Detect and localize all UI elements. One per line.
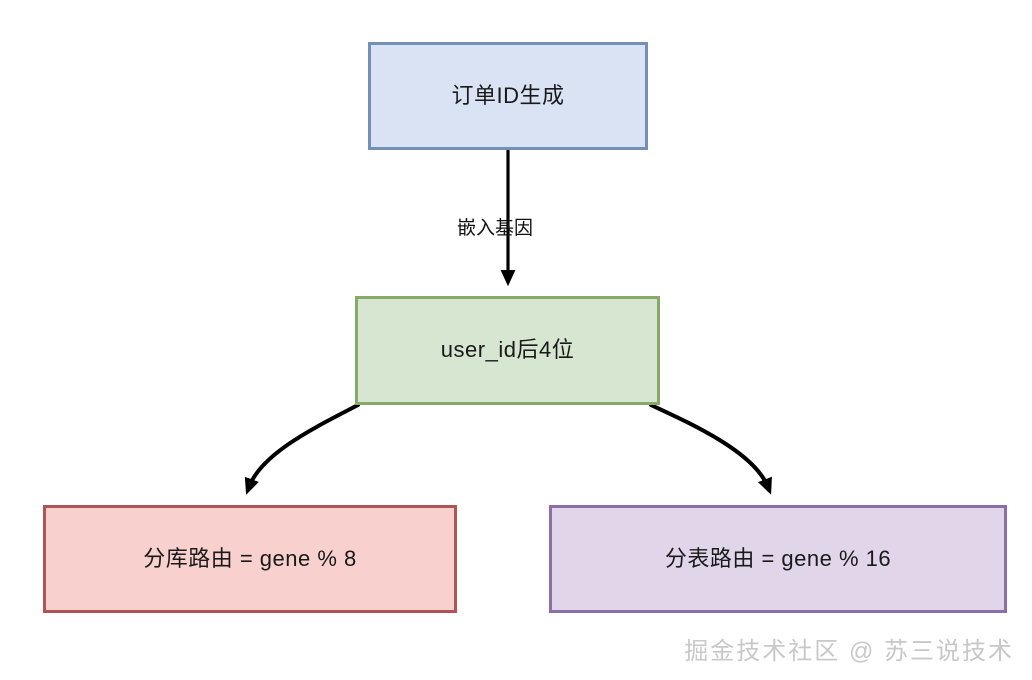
node-table-route[interactable]: 分表路由 = gene % 16: [549, 505, 1007, 613]
edge-label-embed-gene: 嵌入基因: [457, 218, 534, 239]
edge-gene-to-table: [649, 403, 772, 495]
edge-gene-to-db: [244, 403, 360, 495]
node-order-id[interactable]: 订单ID生成: [368, 42, 648, 150]
node-user-gene[interactable]: user_id后4位: [355, 296, 660, 405]
node-db-route[interactable]: 分库路由 = gene % 8: [43, 505, 457, 613]
watermark: 掘金技术社区 @ 苏三说技术: [684, 638, 1014, 665]
